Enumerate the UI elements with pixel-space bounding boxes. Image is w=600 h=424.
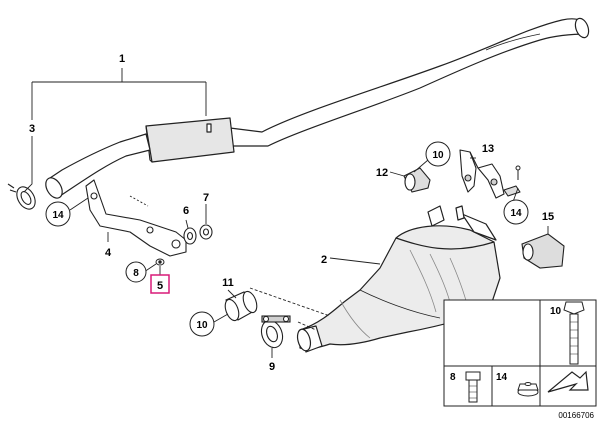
leader-lines	[23, 68, 549, 358]
callout-8[interactable]: 8	[125, 261, 147, 283]
callout-14-left[interactable]: 14	[45, 201, 71, 227]
callout-5[interactable]: 5	[150, 274, 170, 294]
svg-text:14: 14	[52, 210, 64, 221]
svg-text:6: 6	[183, 205, 189, 217]
callout-12[interactable]: 12	[376, 167, 388, 179]
callout-2[interactable]: 2	[321, 254, 327, 266]
callout-14-right[interactable]: 14	[503, 199, 529, 225]
svg-text:8: 8	[133, 268, 139, 279]
callout-13[interactable]: 13	[482, 143, 494, 155]
callout-4[interactable]: 4	[105, 247, 112, 259]
callout-1[interactable]: 1	[119, 53, 125, 65]
diagram-id: 00166706	[558, 411, 594, 420]
legend-item-8[interactable]: 8	[450, 371, 481, 403]
svg-text:1: 1	[119, 53, 125, 65]
callout-10-right[interactable]: 10	[425, 141, 451, 167]
svg-text:10: 10	[432, 150, 444, 161]
svg-text:13: 13	[482, 143, 494, 155]
svg-text:7: 7	[203, 192, 209, 204]
long-bolt-icon	[563, 301, 585, 365]
callout-11[interactable]: 11	[222, 277, 234, 289]
svg-text:9: 9	[269, 361, 275, 373]
svg-text:5: 5	[157, 280, 163, 292]
washer-5[interactable]	[155, 258, 165, 266]
svg-text:3: 3	[29, 123, 35, 135]
callout-6[interactable]: 6	[183, 205, 189, 217]
direction-arrow-icon	[547, 370, 589, 393]
callout-7[interactable]: 7	[203, 192, 209, 204]
callout-15[interactable]: 15	[542, 211, 554, 223]
pipe-clamp-front[interactable]	[7, 183, 39, 213]
callout-9[interactable]: 9	[269, 361, 275, 373]
nut-7[interactable]	[199, 224, 213, 240]
svg-text:15: 15	[542, 211, 554, 223]
svg-text:8: 8	[450, 372, 456, 383]
front-pipe-assembly[interactable]	[42, 17, 591, 201]
svg-text:14: 14	[510, 208, 522, 219]
legend-box: 10 8 14	[443, 299, 597, 407]
screw-small[interactable]	[515, 165, 521, 180]
flange-nut-icon	[517, 382, 539, 397]
svg-text:12: 12	[376, 167, 388, 179]
hanger-bracket[interactable]	[459, 149, 521, 199]
legend-item-14[interactable]: 14	[496, 372, 539, 397]
rubber-mount[interactable]	[403, 167, 431, 193]
svg-text:14: 14	[496, 372, 508, 383]
short-bolt-icon	[465, 371, 481, 403]
svg-text:2: 2	[321, 254, 327, 266]
legend-item-10[interactable]: 10	[550, 301, 585, 365]
svg-text:4: 4	[105, 247, 112, 259]
svg-text:10: 10	[550, 306, 562, 317]
sleeve[interactable]	[223, 290, 260, 323]
callout-3[interactable]: 3	[29, 123, 35, 135]
bracket[interactable]	[85, 179, 187, 257]
svg-text:10: 10	[196, 320, 208, 331]
svg-text:11: 11	[222, 277, 234, 289]
tail-pipe-tip[interactable]	[521, 233, 565, 269]
pipe-clamp-rear[interactable]	[258, 315, 291, 351]
callout-10-left[interactable]: 10	[189, 311, 215, 337]
callout-5-highlight-box	[150, 274, 170, 294]
washer-6[interactable]	[183, 227, 197, 245]
